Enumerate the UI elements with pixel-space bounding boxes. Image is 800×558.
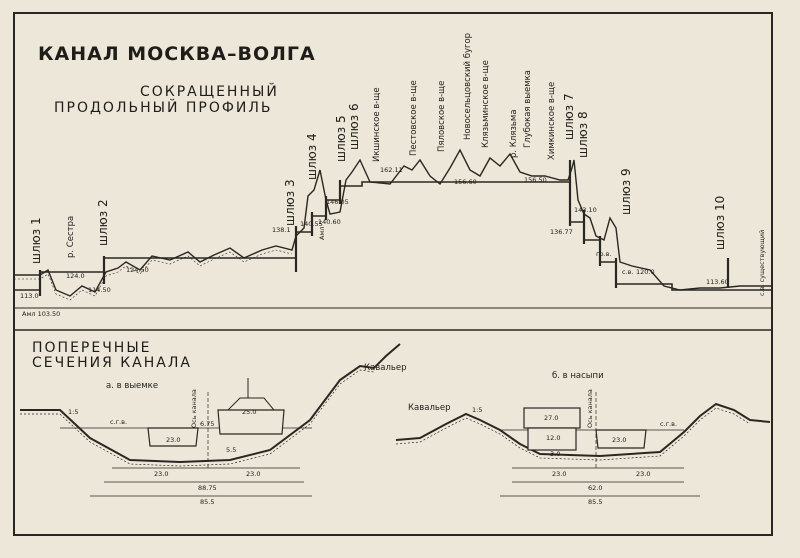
elev-10: 156.60 [454,178,477,186]
section-b-l1: 27.0 [544,414,558,422]
lock-10-label: шлюз 10 [713,196,727,250]
elev-4: 124.50 [126,266,149,274]
elev-8: 146.05 [326,198,349,206]
section-b-axis-label: Ось канала [586,389,594,428]
section-a-l1: с.г.в. [110,418,127,426]
lock-7-label: шлюз 7 [562,93,576,140]
elev-5: 138.1 [272,226,291,234]
place-khimkinskoe: Химкинское в-ще [547,82,557,160]
misc-sv-existing: с.в. существующий [758,230,766,296]
section-b-l4: 3.0 [550,450,560,458]
elev-0: Амл 103.50 [22,310,60,318]
section-a-dim-lines [90,467,312,497]
section-b-l0: 1:5 [472,406,482,414]
lock-structures [38,160,730,296]
elev-7: 140.60 [318,218,341,226]
elev-15: 113.60 [706,278,729,286]
lock-1-label: шлюз 1 [29,217,43,264]
section-b-hatch [395,407,751,461]
lock-9-label: шлюз 9 [619,168,633,215]
section-b-barge-2 [595,429,647,449]
section-b-l5: с.г.в. [660,420,677,428]
place-klyazma: р. Клязьма [509,109,519,158]
section-a-l5: 5.5 [226,446,236,454]
section-b-title: б. в насыпи [552,371,604,381]
section-a-title: а. в выемке [106,381,158,391]
elev-12: 136.77 [550,228,573,236]
section-b-d0: 23.0 [552,470,566,478]
section-b-d2: 62.0 [588,484,602,492]
section-a-l2: 23.0 [166,436,180,444]
section-b-dim-lines [500,467,700,497]
elev-3: 124.0 [66,272,85,280]
place-pestovskoe: Пестовское в-ще [409,80,419,156]
profile-heading-2: ПРОДОЛЬНЫЙ ПРОФИЛЬ [54,98,273,116]
lock-5-label: шлюз 5 [334,115,348,162]
place-ikshinskoe: Икшинское в-ще [372,87,382,162]
section-b-l2: 12.0 [546,434,560,442]
main-title: КАНАЛ МОСКВА–ВОЛГА [38,43,316,65]
section-b-ground [395,402,771,458]
outer-frame [13,12,773,536]
section-a-ground [20,343,401,464]
place-klyazminskoe: Клязьминское в-ще [481,60,491,148]
misc-sv: с.в. [622,268,634,276]
lock-8-label: шлюз 8 [576,111,590,158]
section-a-d1: 23.0 [246,470,260,478]
elev-1: 113.0 [20,292,39,300]
profile-heading-1: СОКРАЩЕННЫЙ [140,82,279,100]
elev-13: 143.10 [574,206,597,214]
place-pyalovskoe: Пяловское в-ще [437,81,447,152]
lock-3-label: шлюз 3 [283,179,297,226]
elev-11: 156.50 [524,176,547,184]
elev-9: 162.11 [380,166,403,174]
misc-grv: гр.в. [596,250,612,258]
section-a-barge-1 [147,427,199,447]
cavalier-a-label: Кавальер [364,363,407,373]
place-novoseltsovsky: Новосельцовский бугор [463,33,473,140]
section-a-l4: 6.75 [200,420,214,428]
cavalier-b-label: Кавальер [408,403,451,413]
section-a-axis-label: Ось канала [190,389,198,428]
section-a-d2: 88.75 [198,484,217,492]
lock-4-label: шлюз 4 [305,133,319,180]
section-b-l3: 23.0 [612,436,626,444]
elev-16: Амл [318,226,326,240]
section-a-d0: 23.0 [154,470,168,478]
sections-heading-2: СЕЧЕНИЯ КАНАЛА [32,355,192,371]
section-a-barge-2-top [226,397,276,411]
section-a-l3: 25.0 [242,408,256,416]
section-b-d1: 23.0 [636,470,650,478]
water-level [14,181,772,291]
section-a-d3: 85.5 [200,498,214,506]
section-a-l0: 1:5 [68,408,78,416]
elev-6: 140.55 [300,220,323,228]
section-b-barge-hull [527,427,577,451]
lock-6-label: шлюз 6 [347,103,361,150]
section-a-hatch [20,369,375,467]
place-glubokaya: Глубокая выемка [523,70,533,148]
section-b-d3: 85.5 [588,498,602,506]
sections-heading-1: ПОПЕРЕЧНЫЕ [32,340,152,356]
place-sestra: р. Сестра [66,216,76,258]
elev-2: 114.50 [88,286,111,294]
elev-14: 120.0 [636,268,655,276]
lock-2-label: шлюз 2 [96,199,110,246]
